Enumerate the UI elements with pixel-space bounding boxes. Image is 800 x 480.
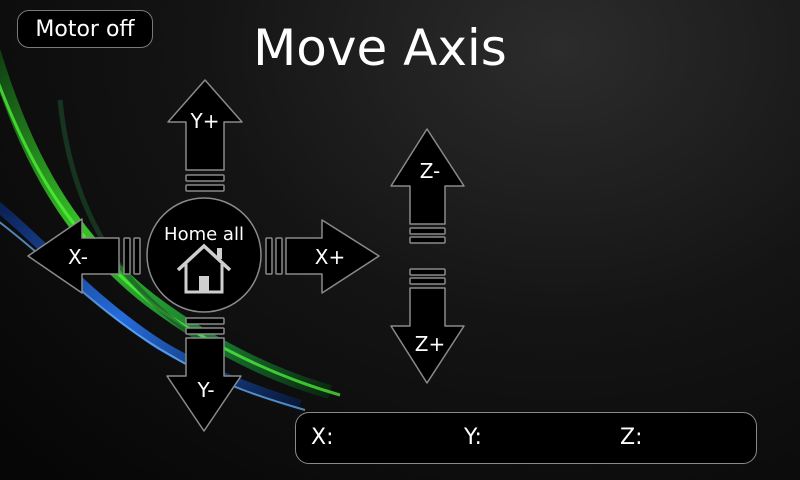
y-minus-button[interactable]: Y-	[166, 317, 242, 432]
page-title: Move Axis	[253, 19, 507, 77]
home-all-label: Home all	[164, 224, 244, 245]
x-minus-button[interactable]: X-	[27, 218, 141, 294]
x-plus-label: X+	[315, 245, 345, 269]
z-plus-button[interactable]: Z+	[390, 268, 465, 384]
x-minus-label: X-	[68, 245, 88, 269]
x-plus-button[interactable]: X+	[265, 219, 380, 294]
y-plus-label: Y+	[190, 109, 220, 133]
y-minus-label: Y-	[196, 378, 214, 402]
z-minus-label: Z-	[420, 159, 441, 183]
y-position-label: Y:	[464, 425, 482, 450]
z-position-label: Z:	[620, 425, 643, 450]
x-position-label: X:	[311, 425, 334, 450]
home-all-button[interactable]: Home all	[146, 197, 262, 313]
house-icon	[176, 243, 232, 294]
z-minus-button[interactable]: Z-	[390, 128, 465, 244]
position-readout-panel: X: Y: Z:	[295, 412, 757, 464]
z-plus-label: Z+	[415, 332, 445, 356]
y-plus-button[interactable]: Y+	[167, 79, 243, 192]
motor-off-button[interactable]: Motor off	[17, 10, 153, 48]
